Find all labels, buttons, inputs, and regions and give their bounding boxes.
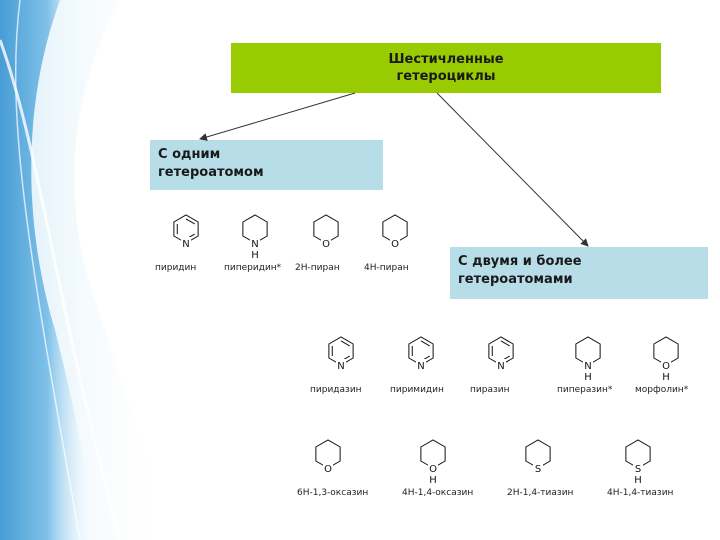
atom-mask <box>496 359 506 370</box>
atom-mask <box>336 359 346 370</box>
atom-mask <box>323 462 333 473</box>
title-line-1: Шестичленные <box>388 52 504 67</box>
category-one-heteroatom: С одним гетероатомом <box>150 140 383 190</box>
molecule-structure-12: S <box>525 439 551 475</box>
ring-bond <box>242 214 268 244</box>
atom-mask <box>428 462 438 473</box>
atom-mask <box>416 359 426 370</box>
double-bond <box>420 340 430 347</box>
molecule-structure-11: OH <box>420 439 446 486</box>
category-2-line-2: гетероатомами <box>458 272 573 287</box>
molecule-10: O 6H-1,3-оксазин <box>297 428 368 498</box>
atom-mask <box>390 237 400 248</box>
double-bond <box>185 218 195 225</box>
molecule-structure-9: OH <box>653 336 679 383</box>
heteroatom-symbol: N <box>497 361 504 372</box>
heteroatom-symbol: N <box>584 361 591 372</box>
ring-bond <box>575 336 601 366</box>
heteroatom-symbol: N <box>417 361 424 372</box>
molecule-label: пиразин <box>470 385 510 395</box>
heteroatom-symbol: O <box>429 464 437 475</box>
heteroatom-symbol: S <box>635 464 641 475</box>
heteroatom-symbol: N <box>337 361 344 372</box>
molecule-label: пиперидин* <box>224 263 282 273</box>
ring-bond <box>625 439 651 469</box>
hydrogen-symbol: H <box>251 250 259 261</box>
atom-mask <box>633 462 643 473</box>
heteroatom-symbol: N <box>182 239 189 250</box>
atom-mask <box>583 359 593 370</box>
atom-mask <box>250 237 260 248</box>
molecule-label: морфолин* <box>635 385 689 395</box>
atom-mask <box>181 237 191 248</box>
ring-bond <box>382 214 408 244</box>
hydrogen-symbol: H <box>662 372 670 383</box>
ring-bond <box>328 336 354 366</box>
ring-bond <box>315 439 341 469</box>
ring-bond <box>488 336 514 366</box>
atom-mask <box>321 237 331 248</box>
hydrogen-symbol: H <box>584 372 592 383</box>
hydrogen-symbol: H <box>429 475 437 486</box>
ring-bond <box>313 214 339 244</box>
molecule-label: 2H-1,4-тиазин <box>507 488 574 498</box>
category-2-line-1: С двумя и более <box>458 254 582 269</box>
atom-mask <box>661 359 671 370</box>
molecule-label: пиримидин <box>390 385 444 395</box>
hydrogen-symbol: H <box>634 475 642 486</box>
title-line-2: гетероциклы <box>396 69 496 84</box>
molecule-label: пиперазин* <box>557 385 613 395</box>
molecule-structure-7: N <box>488 336 514 372</box>
atom-mask <box>533 462 543 473</box>
molecule-12: S 2H-1,4-тиазин <box>507 428 573 498</box>
molecule-structure-6: N <box>408 336 434 372</box>
molecule-label: 4H-1,4-оксазин <box>402 488 474 498</box>
double-bond <box>340 340 350 347</box>
molecule-label: пиридин <box>155 263 197 273</box>
molecule-structure-8: NH <box>575 336 601 383</box>
heteroatom-symbol: S <box>535 464 541 475</box>
category-two-heteroatoms: С двумя и более гетероатомами <box>450 247 708 299</box>
double-bond <box>500 340 510 347</box>
molecule-structure-10: O <box>315 439 341 475</box>
ring-bond <box>420 439 446 469</box>
ring-bond <box>408 336 434 366</box>
ring-bond <box>173 214 199 244</box>
molecule-structure-3: O <box>313 214 339 250</box>
heteroatom-symbol: O <box>322 239 330 250</box>
heteroatom-symbol: O <box>662 361 670 372</box>
category-1-line-2: гетероатомом <box>158 165 264 180</box>
category-1-line-1: С одним <box>158 147 221 162</box>
ring-bond <box>525 439 551 469</box>
title-box: Шестичленные гетероциклы <box>231 43 661 93</box>
heteroatom-symbol: N <box>251 239 258 250</box>
molecule-structure-5: N <box>328 336 354 372</box>
heteroatom-symbol: O <box>391 239 399 250</box>
molecule-structure-1: N <box>173 214 199 250</box>
molecule-label: пиридазин <box>310 385 362 395</box>
molecule-structure-13: SH <box>625 439 651 486</box>
molecule-4: O 4H-пиран <box>364 203 418 273</box>
molecule-structure-4: O <box>382 214 408 250</box>
molecule-3: O 2H-пиран <box>295 203 349 273</box>
molecule-label: 6H-1,3-оксазин <box>297 488 369 498</box>
ring-bond <box>653 336 679 366</box>
molecule-label: 2H-пиран <box>295 263 340 273</box>
molecule-structure-2: NH <box>242 214 268 261</box>
molecule-label: 4H-пиран <box>364 263 409 273</box>
molecule-label: 4H-1,4-тиазин <box>607 488 674 498</box>
heteroatom-symbol: O <box>324 464 332 475</box>
